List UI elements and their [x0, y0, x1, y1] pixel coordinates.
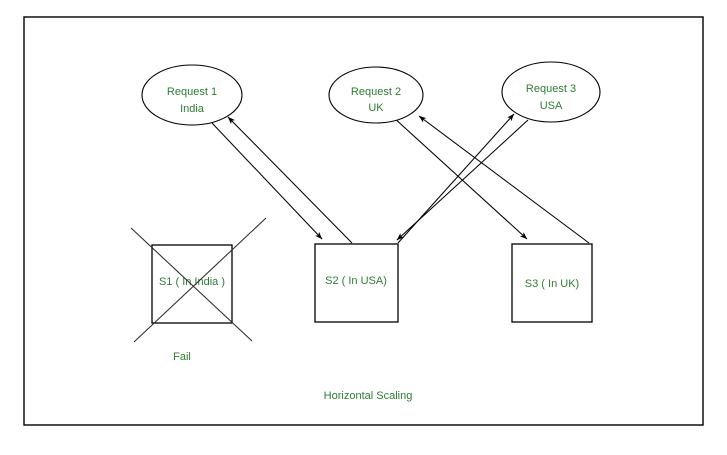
server-1-fail-cross-icon: [130, 217, 267, 343]
server-2-label: S2 ( In USA): [325, 275, 387, 287]
server-3-node[interactable]: S3 ( In UK): [511, 243, 593, 323]
request-3-ellipse[interactable]: [501, 61, 601, 123]
request-2-label-line2: UK: [368, 102, 384, 114]
server-3-box[interactable]: [511, 243, 593, 323]
diagram-caption: Horizontal Scaling: [324, 390, 413, 402]
edge-request1-to-server2: [211, 122, 323, 240]
edge-group: [211, 113, 590, 244]
edge-server2-to-request1: [227, 116, 353, 244]
request-1-node[interactable]: Request 1 India: [141, 64, 243, 126]
request-2-label-line1: Request 2: [351, 86, 401, 98]
request-2-ellipse[interactable]: [328, 66, 424, 124]
request-1-label-line1: Request 1: [167, 86, 217, 98]
server-2-box[interactable]: [314, 243, 399, 323]
edge-request2-to-server3: [392, 116, 528, 240]
diagram-frame: [23, 16, 704, 426]
request-3-node[interactable]: Request 3 USA: [501, 61, 601, 123]
request-2-node[interactable]: Request 2 UK: [328, 66, 424, 124]
edge-server2-to-request3: [397, 113, 515, 244]
cross-line-a: [130, 227, 253, 342]
fail-label: Fail: [173, 351, 191, 363]
request-3-label-line2: USA: [540, 100, 563, 112]
server-1-label: S1 ( In India ): [159, 276, 225, 288]
server-3-label: S3 ( In UK): [525, 278, 579, 290]
edge-server3-to-request2: [418, 115, 590, 244]
request-1-ellipse[interactable]: [141, 64, 243, 126]
request-1-label-line2: India: [180, 103, 205, 115]
request-3-label-line1: Request 3: [526, 83, 576, 95]
cross-line-b: [133, 217, 267, 343]
server-1-node[interactable]: S1 ( In India ): [151, 244, 233, 324]
server-2-node[interactable]: S2 ( In USA): [314, 243, 399, 323]
